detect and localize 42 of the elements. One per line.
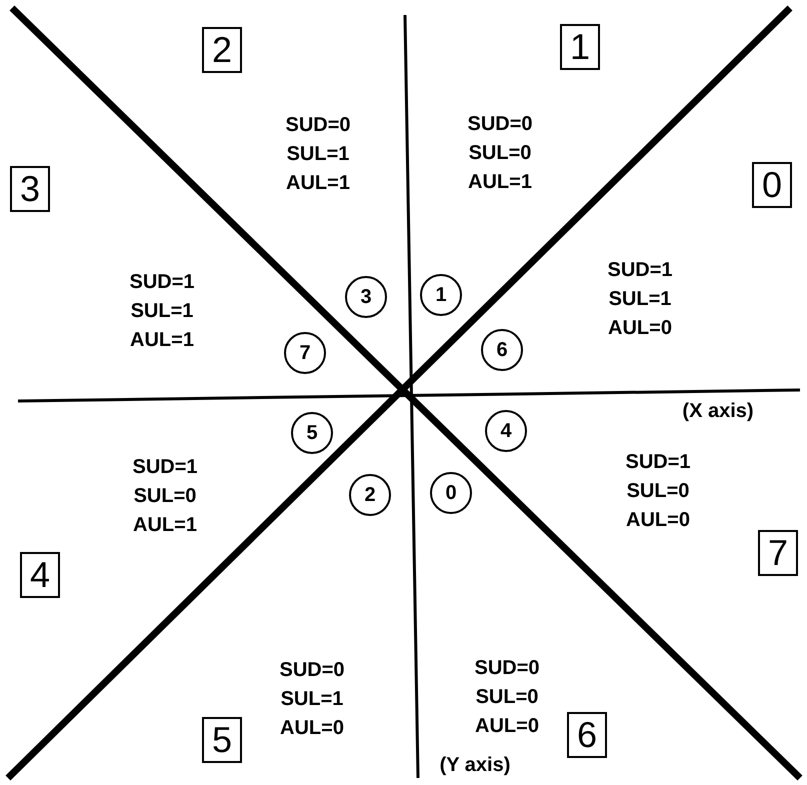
sector-number-circle: 0 <box>430 472 472 514</box>
axis-label: (Y axis) <box>440 755 510 775</box>
sector-number-box: 4 <box>20 552 60 598</box>
flag-value-text: AUL=1 <box>130 330 194 350</box>
flag-value-text: SUL=1 <box>286 144 350 164</box>
flag-value-text: SUD=0 <box>279 660 345 680</box>
flag-value-text: AUL=0 <box>280 718 344 738</box>
flag-value-text: AUL=1 <box>286 173 350 193</box>
sector-number-circle: 6 <box>481 329 523 371</box>
flag-value-text: AUL=1 <box>468 172 532 192</box>
flag-value-text: SUD=1 <box>625 452 691 472</box>
sector-number-box: 1 <box>560 24 600 70</box>
flag-value-text: SUL=0 <box>626 481 690 501</box>
flag-value-text: SUL=1 <box>130 301 194 321</box>
sector-number-circle: 2 <box>349 474 391 516</box>
sector-number-box: 7 <box>758 530 798 576</box>
sector-number-circle: 4 <box>485 410 527 452</box>
flag-value-text: SUL=0 <box>134 486 196 506</box>
sector-number-circle: 3 <box>345 276 387 318</box>
flag-value-text: SUD=1 <box>607 260 673 280</box>
sector-number-box: 5 <box>202 717 242 763</box>
flag-value-text: AUL=0 <box>608 318 672 338</box>
axis-label: (X axis) <box>682 401 754 421</box>
sector-number-circle: 7 <box>284 332 326 374</box>
flag-value-text: SUL=1 <box>280 689 344 709</box>
sector-number-circle: 5 <box>291 412 333 454</box>
flag-value-text: SUD=1 <box>129 272 195 292</box>
sector-number-box: 6 <box>567 712 607 758</box>
flag-value-text: SUD=0 <box>474 658 540 678</box>
flag-value-text: SUD=0 <box>467 114 533 134</box>
sector-number-box: 3 <box>10 166 50 212</box>
sector-number-box: 0 <box>752 162 792 208</box>
sector-number-circle: 1 <box>420 274 462 316</box>
flag-value-text: SUD=0 <box>285 115 351 135</box>
flag-value-text: AUL=0 <box>475 716 539 736</box>
sector-number-box: 2 <box>202 27 242 73</box>
flag-value-text: SUL=0 <box>476 687 538 707</box>
flag-value-text: AUL=0 <box>626 510 690 530</box>
flag-value-text: SUD=1 <box>132 457 198 477</box>
flag-value-text: SUL=1 <box>608 289 672 309</box>
flag-value-text: AUL=1 <box>133 515 197 535</box>
flag-value-text: SUL=0 <box>468 143 532 163</box>
